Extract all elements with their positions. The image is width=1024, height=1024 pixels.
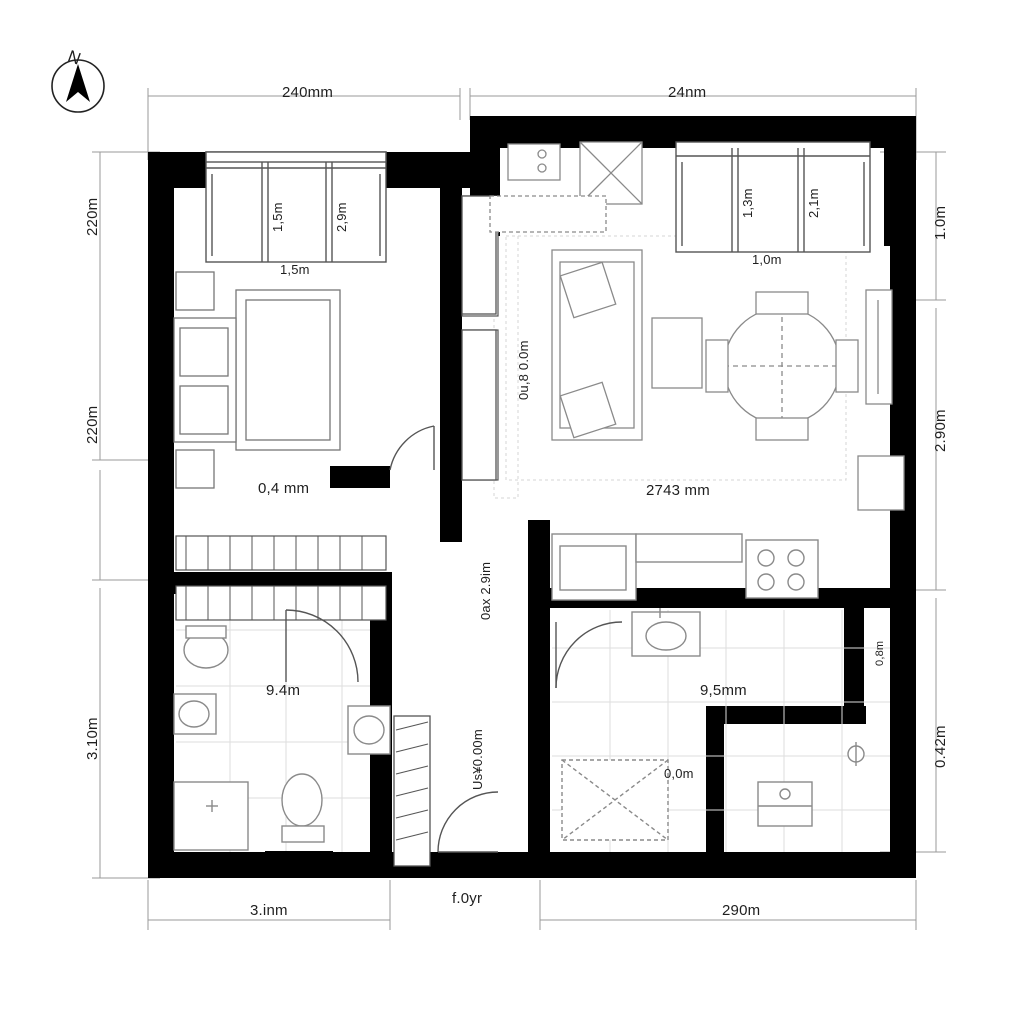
- dim-right-3: 0.42m: [932, 725, 949, 768]
- room-label-living: 2743 mm: [646, 482, 710, 499]
- living-window-mullion-left: 1,3m: [740, 188, 755, 218]
- bathroom-fixtures: [173, 625, 391, 851]
- door-swings: [285, 425, 623, 853]
- bedroom-furniture: [173, 271, 341, 489]
- corridor-closet: [461, 195, 497, 481]
- living-window: [675, 141, 871, 253]
- dim-right-2: 2.90m: [932, 409, 949, 452]
- bedroom-window-mullion-left: 1,5m: [270, 202, 285, 232]
- bathroom-closet: [393, 715, 431, 867]
- dimension-lines: [92, 88, 946, 930]
- kitchen-counter-label: 0,0m: [664, 766, 694, 781]
- living-window-mullion-right: 2,1m: [806, 188, 821, 218]
- corridor-upper-label: 0u,8 0.0m: [516, 340, 531, 400]
- dim-bottom-mid: f.0yr: [452, 890, 483, 907]
- dim-right-1: 1.0m: [932, 205, 949, 240]
- dim-bottom-left: 3.inm: [250, 902, 288, 919]
- room-label-bathroom: 9.4m: [266, 682, 301, 699]
- living-sofa: [551, 249, 643, 441]
- appliances-top: [489, 141, 643, 233]
- dim-bottom-right: 290m: [722, 902, 761, 919]
- bedroom-window-mullion-right: 2,9m: [334, 202, 349, 232]
- bathroom-closet-hatch: [395, 721, 429, 841]
- tv-console: [857, 289, 905, 511]
- hallway-closet: [175, 535, 387, 621]
- room-label-bedroom: 0,4 mm: [258, 480, 310, 497]
- dim-top-right: 24nm: [668, 84, 707, 101]
- dim-left-3: 3.10m: [84, 717, 101, 760]
- coffee-table: [651, 317, 703, 389]
- bedroom-window: [205, 151, 387, 263]
- north-arrow-icon: [51, 59, 105, 113]
- room-label-kitchen: 9,5mm: [700, 682, 747, 699]
- corridor-lower-label: Us¥0.00m: [470, 729, 485, 790]
- dining-set: [705, 291, 859, 441]
- corridor-mid-label: 0ax 2.9im: [478, 561, 493, 620]
- kitchen-fixtures: [551, 533, 865, 841]
- dim-top-left: 240mm: [282, 84, 334, 101]
- living-window-label: 1,0m: [752, 252, 782, 267]
- dim-left-1: 220m: [84, 197, 101, 236]
- dim-left-2: 220m: [84, 405, 101, 444]
- entry-threshold: [265, 851, 333, 867]
- hallway-closet-hatch: [185, 536, 363, 620]
- kitchen-right-label: 0,8m: [874, 640, 886, 666]
- bedroom-window-label: 1,5m: [280, 262, 310, 277]
